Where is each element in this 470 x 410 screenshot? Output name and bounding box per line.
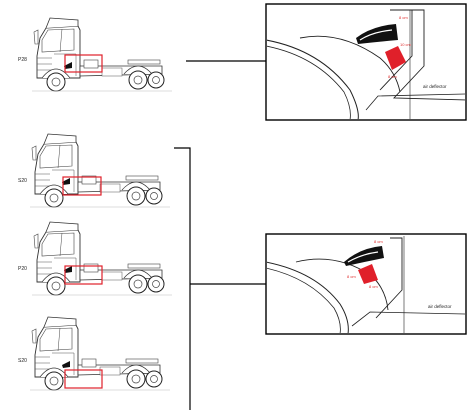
measurement-patch: [358, 264, 378, 284]
truck-label: P20: [18, 266, 27, 272]
highlight-box: [64, 369, 103, 389]
dimension-label-top: 8 cm: [374, 239, 383, 244]
truck-label: S20: [18, 178, 27, 184]
highlight-box: [64, 54, 103, 73]
truck-label: P28: [18, 57, 27, 63]
detail-panel: 8 cm 8 cm 8 cm air deflector: [265, 233, 467, 335]
truck-label: S20: [18, 358, 27, 364]
dimension-label-side: 8 cm: [347, 274, 356, 279]
truck-illustration: [29, 133, 171, 208]
dimension-label-side: 10 cm: [400, 42, 412, 47]
group-bracket: [174, 147, 191, 410]
truck-illustration: [29, 316, 171, 391]
highlight-box: [64, 265, 103, 285]
highlight-box: [62, 176, 102, 196]
detail-panel: 8 cm 10 cm 8 cm air deflector: [265, 3, 467, 121]
measurement-patch: [385, 46, 406, 70]
dimension-label-bottom: 8 cm: [369, 284, 378, 289]
air-deflector-intake: [344, 246, 384, 266]
air-deflector-caption: air deflector: [428, 304, 452, 309]
dimension-label-top: 8 cm: [399, 15, 408, 20]
air-deflector-intake: [356, 24, 398, 44]
air-deflector-caption: air deflector: [423, 84, 447, 89]
dimension-label-bottom: 8 cm: [388, 74, 397, 79]
